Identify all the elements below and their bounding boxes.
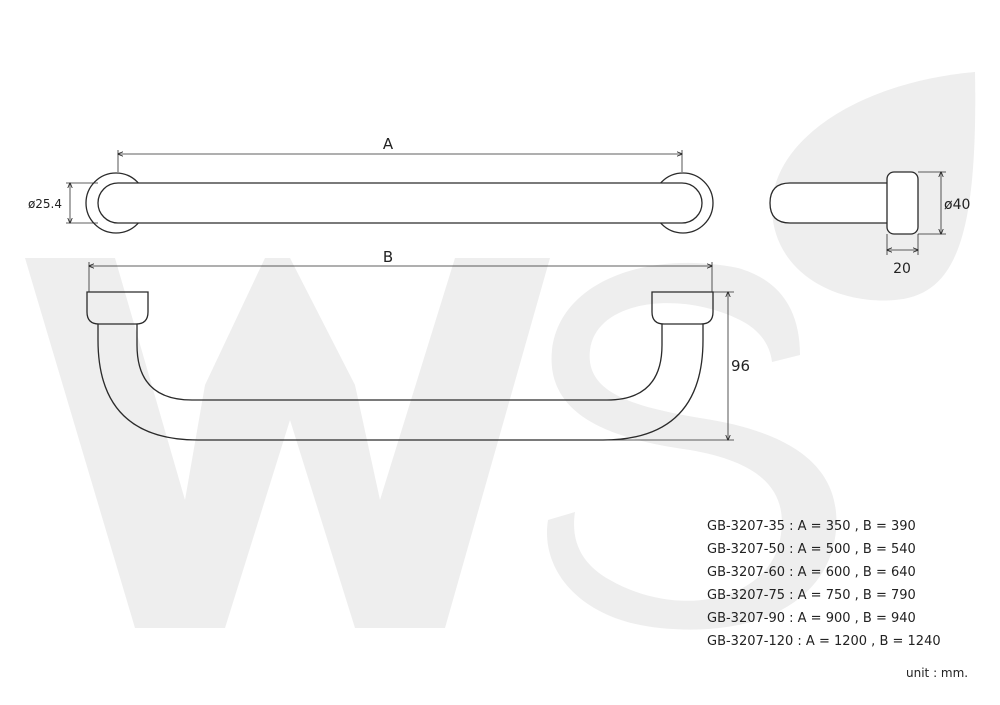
- model-spec-item: GB-3207-50 : A = 500 , B = 540: [707, 542, 916, 557]
- model-spec-list: GB-3207-35 : A = 350 , B = 390 GB-3207-5…: [707, 518, 941, 656]
- model-spec-item: GB-3207-35 : A = 350 , B = 390: [707, 519, 916, 534]
- top-view: [66, 150, 714, 234]
- front-right-flange: [651, 291, 714, 325]
- side-bar: [769, 182, 888, 224]
- side-view: [769, 171, 946, 255]
- dim-40-label: ø40: [944, 197, 970, 213]
- unit-note: unit : mm.: [906, 666, 969, 680]
- front-bar-inner: [136, 324, 663, 401]
- front-left-flange: [86, 291, 149, 325]
- front-bar-outer: [97, 324, 704, 441]
- dim-96-label: 96: [731, 357, 750, 375]
- model-spec-item: GB-3207-120 : A = 1200 , B = 1240: [707, 634, 941, 649]
- model-spec-item: GB-3207-75 : A = 750 , B = 790: [707, 588, 916, 603]
- dim-diameter-label: ø25.4: [28, 197, 62, 211]
- top-bar-body: [97, 182, 703, 224]
- watermark-letter-s: [546, 262, 837, 630]
- dim-b-label: B: [383, 248, 393, 266]
- model-spec-item: GB-3207-60 : A = 600 , B = 640: [707, 565, 916, 580]
- front-view: [86, 262, 734, 441]
- side-flange: [886, 171, 919, 235]
- watermark-letter-w: [25, 258, 550, 628]
- dim-20-label: 20: [893, 261, 911, 277]
- dim-a-label: A: [383, 135, 394, 153]
- model-spec-item: GB-3207-90 : A = 900 , B = 940: [707, 611, 916, 626]
